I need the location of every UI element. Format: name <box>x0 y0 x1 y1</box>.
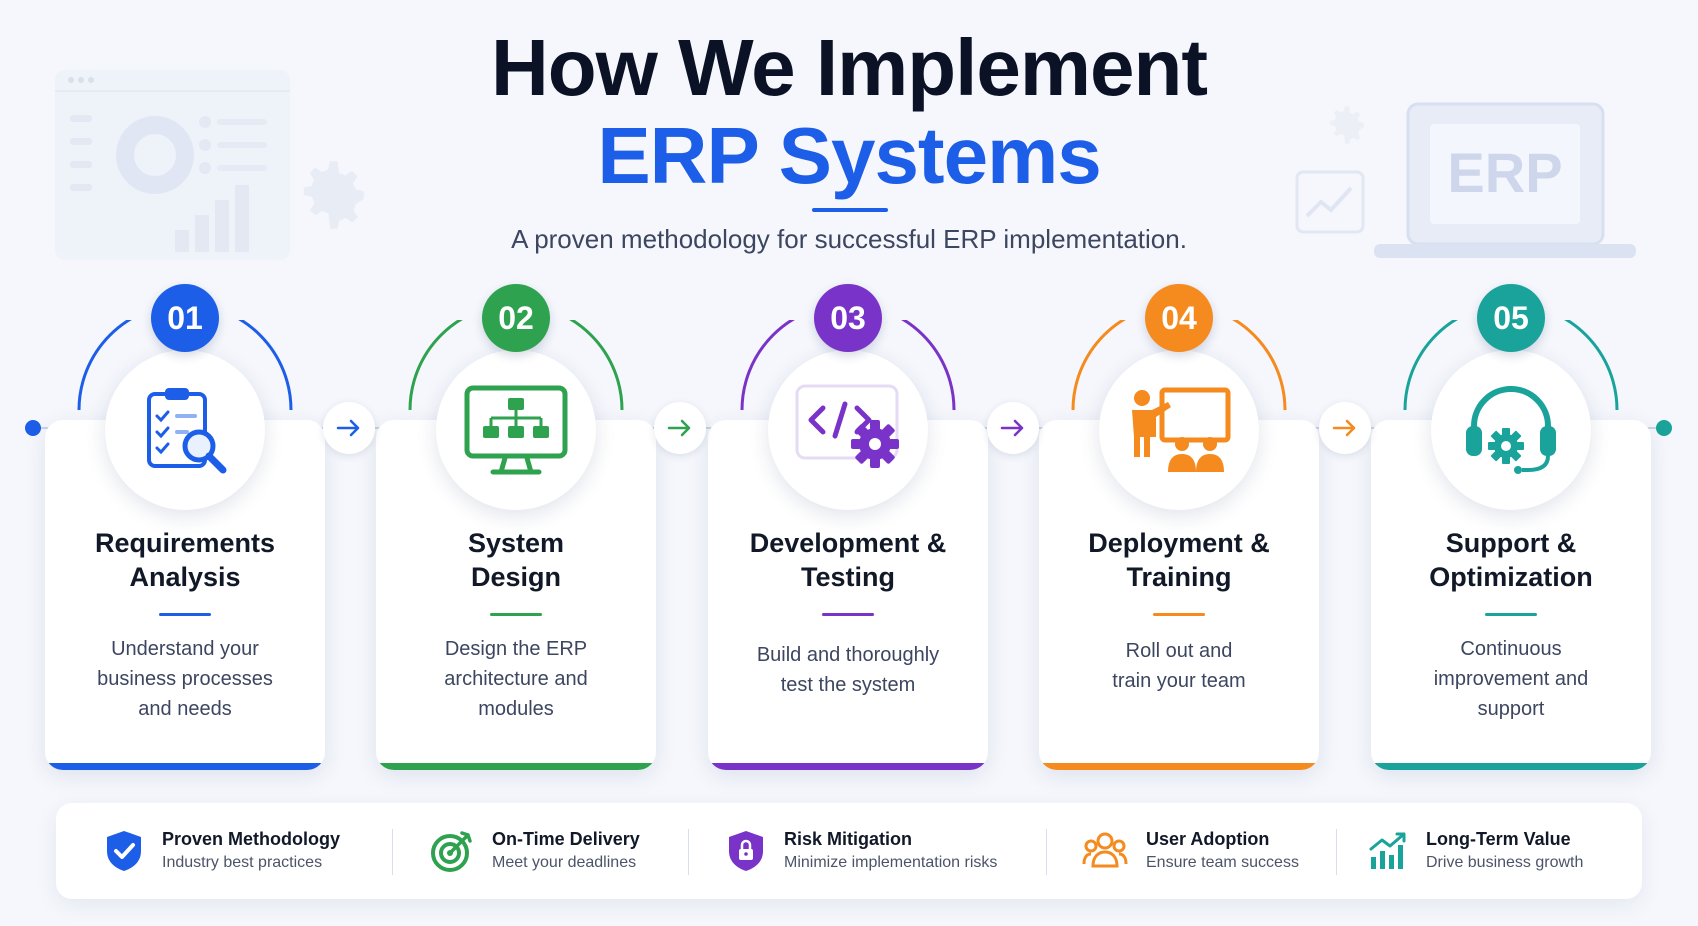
step-number-badge-1: 01 <box>151 284 219 352</box>
decorative-gear-icon <box>285 150 375 245</box>
step-arc-1 <box>77 320 293 411</box>
step-number-badge-4: 04 <box>1145 284 1213 352</box>
step-accent-bar <box>45 763 325 770</box>
benefit-divider <box>392 829 393 875</box>
benefit-title: Risk Mitigation <box>784 829 913 849</box>
target-icon <box>431 831 472 872</box>
benefit-title: User Adoption <box>1146 829 1270 849</box>
shield-lock-icon <box>729 831 763 871</box>
decorative-gear-icon <box>1320 100 1370 155</box>
benefit-subtitle: Drive business growth <box>1426 854 1584 871</box>
decorative-laptop: ERP <box>1370 100 1640 270</box>
step-arc-2 <box>408 320 624 411</box>
step-icon-circle-5 <box>1431 350 1591 510</box>
shield-check-icon <box>107 831 141 871</box>
code-gear-icon <box>795 384 899 468</box>
decorative-chart-icon <box>1295 170 1365 239</box>
step-arrow-4 <box>1319 402 1371 454</box>
growth-chart-icon <box>1369 832 1406 869</box>
step-title: Support &Optimization <box>1429 528 1593 592</box>
users-icon <box>1082 832 1128 868</box>
step-accent-bar <box>1039 763 1319 770</box>
benefit-title: Proven Methodology <box>162 829 341 849</box>
monitor-hierarchy-icon <box>464 385 568 475</box>
benefit-divider <box>1336 829 1337 875</box>
step-arc-5 <box>1403 320 1619 411</box>
step-title: Development &Testing <box>749 528 947 592</box>
benefit-subtitle: Meet your deadlines <box>492 854 637 871</box>
step-icon-circle-4 <box>1099 350 1259 510</box>
step-accent-bar <box>376 763 656 770</box>
step-card-3: Development &Testing Build and thoroughl… <box>708 420 988 770</box>
step-number-badge-3: 03 <box>814 284 882 352</box>
step-arc-4 <box>1071 320 1287 411</box>
page-subtitle: A proven methodology for successful ERP … <box>511 224 1187 254</box>
benefit-divider <box>1046 829 1047 875</box>
step-number-badge-5: 05 <box>1477 284 1545 352</box>
step-accent-bar <box>1371 763 1651 770</box>
benefit-divider <box>688 829 689 875</box>
step-title-rule <box>159 613 211 616</box>
benefit-subtitle: Industry best practices <box>162 854 323 871</box>
arrow-right-icon <box>667 419 691 437</box>
step-title-rule <box>1485 613 1537 616</box>
step-accent-bar <box>708 763 988 770</box>
page-title-line2: ERP Systems <box>597 111 1101 200</box>
title-underline <box>812 208 888 212</box>
benefit-title: Long-Term Value <box>1426 829 1571 849</box>
step-icon-circle-1 <box>105 350 265 510</box>
step-arrow-2 <box>654 402 706 454</box>
step-number-badge-2: 02 <box>482 284 550 352</box>
step-icon-circle-3 <box>768 350 928 510</box>
step-title-rule <box>822 613 874 616</box>
timeline-end-dot <box>1656 420 1672 436</box>
step-arrow-3 <box>987 402 1039 454</box>
laptop-label: ERP <box>1447 141 1563 204</box>
benefit-subtitle: Minimize implementation risks <box>784 854 998 871</box>
step-title: Deployment &Training <box>1088 528 1270 592</box>
step-icon-circle-2 <box>436 350 596 510</box>
step-title-rule <box>490 613 542 616</box>
step-arc-3 <box>740 320 956 411</box>
presenter-training-icon <box>1132 387 1231 472</box>
decorative-dashboard <box>55 70 290 260</box>
benefit-subtitle: Ensure team success <box>1146 854 1299 871</box>
arrow-right-icon <box>336 419 360 437</box>
headset-gear-icon <box>1466 386 1556 474</box>
clipboard-search-icon <box>147 388 227 474</box>
step-title-rule <box>1153 613 1205 616</box>
benefit-title: On-Time Delivery <box>492 829 640 849</box>
arrow-right-icon <box>1332 419 1356 437</box>
arrow-right-icon <box>1000 419 1024 437</box>
timeline-start-dot <box>25 420 41 436</box>
step-arrow-1 <box>323 402 375 454</box>
page-title-line1: How We Implement <box>491 23 1208 112</box>
